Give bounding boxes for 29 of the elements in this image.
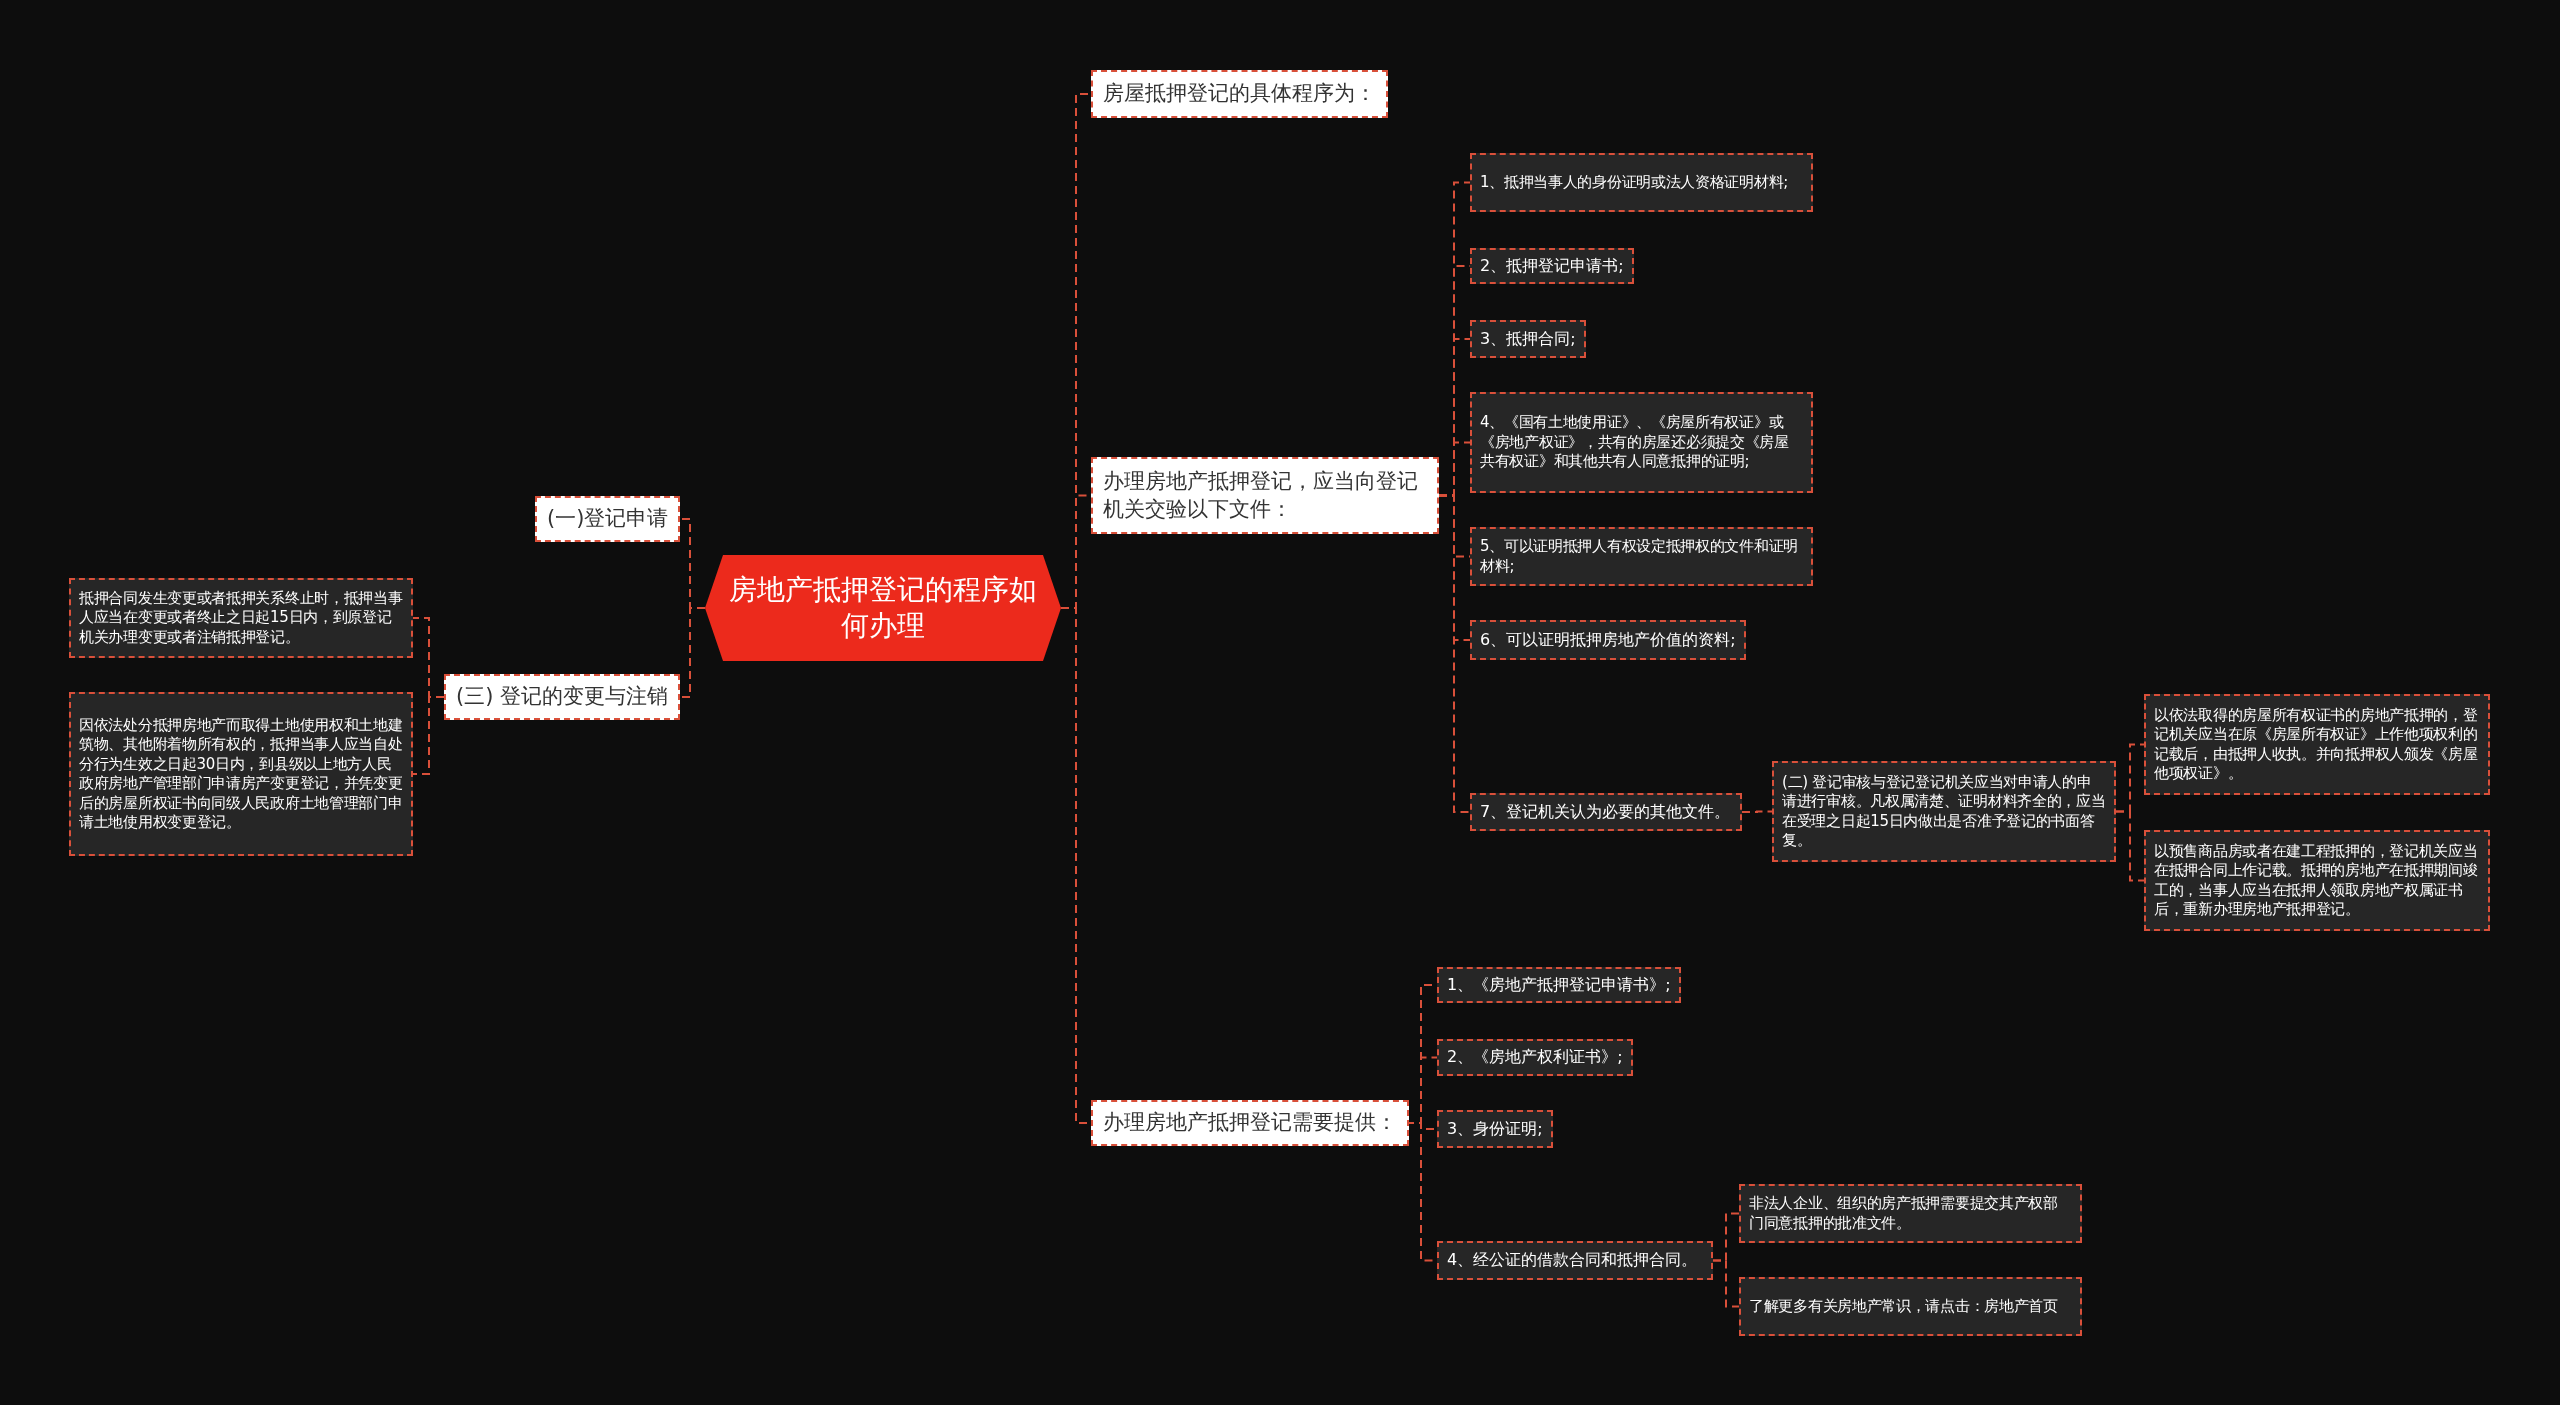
subtopic-box: (二) 登记审核与登记登记机关应当对申请人的申请进行审核。凡权属清楚、证明材料齐全的，应当在受理之日起15日内做出是否准予登记的书面答复。 [1772,761,2116,862]
subtopic-box: 5、可以证明抵押人有权设定抵押权的文件和证明材料; [1470,527,1813,586]
subtopic-box: 4、经公证的借款合同和抵押合同。 [1437,1241,1713,1280]
topic-box: (一)登记申请 [535,496,681,542]
subtopic-box: 4、《国有土地使用证》、《房屋所有权证》或《房地产权证》，共有的房屋还必须提交《房屋共有权证》和其他共有人同意抵押的证明; [1470,392,1813,493]
topic-box: 办理房地产抵押登记，应当向登记机关交验以下文件： [1091,457,1439,534]
topic-box: 房屋抵押登记的具体程序为： [1091,70,1388,118]
connector-line [1741,810,1773,813]
subtopic-box: 2、《房地产权利证书》; [1437,1039,1633,1076]
subtopic-box: 1、抵押当事人的身份证明或法人资格证明材料; [1470,153,1813,212]
connector-line [1438,494,1471,813]
subtopic-box: 了解更多有关房地产常识，请点击：房地产首页 [1739,1277,2082,1336]
subtopic-box: 抵押合同发生变更或者抵押关系终止时，抵押当事人应当在变更或者终止之日起15日内，到原登记机关办理变更或者注销抵押登记。 [69,578,413,658]
subtopic-box: 1、《房地产抵押登记申请书》; [1437,967,1681,1003]
subtopic-box: 7、登记机关认为必要的其他文件。 [1470,793,1742,831]
subtopic-box: 因依法处分抵押房地产而取得土地使用权和土地建筑物、其他附着物所有权的，抵押当事人应当自处分行为生效之日起30日内，到县级以上地方人民政府房地产管理部门申请房产变更登记，并凭变更后的房屋所权证书向同级人民政府土地管理部门申请土地使用权变更登记。 [69,692,413,856]
subtopic-box: 非法人企业、组织的房产抵押需要提交其产权部门同意抵押的批准文件。 [1739,1184,2082,1243]
central-topic-hexagon: 房地产抵押登记的程序如何办理 [705,555,1061,661]
connector-line [2115,810,2145,882]
connector-line [412,696,445,775]
subtopic-box: 以预售商品房或者在建工程抵押的，登记机关应当在抵押合同上作记载。抵押的房地产在抵押期间竣工的，当事人应当在抵押人领取房地产权属证书后，重新办理房地产抵押登记。 [2144,830,2490,931]
subtopic-box: 2、抵押登记申请书; [1470,248,1634,284]
connector-line [1712,1259,1740,1308]
subtopic-box: 3、身份证明; [1437,1110,1553,1148]
subtopic-box: 以依法取得的房屋所有权证书的房地产抵押的，登记机关应当在原《房屋所有权证》上作他项权利的记载后，由抵押人收执。并向抵押权人颁发《房屋他项权证》。 [2144,694,2490,795]
topic-box: (三) 登记的变更与注销 [444,674,681,720]
topic-box: 办理房地产抵押登记需要提供： [1091,1100,1409,1146]
subtopic-box: 6、可以证明抵押房地产价值的资料; [1470,620,1746,660]
subtopic-box: 3、抵押合同; [1470,320,1586,358]
